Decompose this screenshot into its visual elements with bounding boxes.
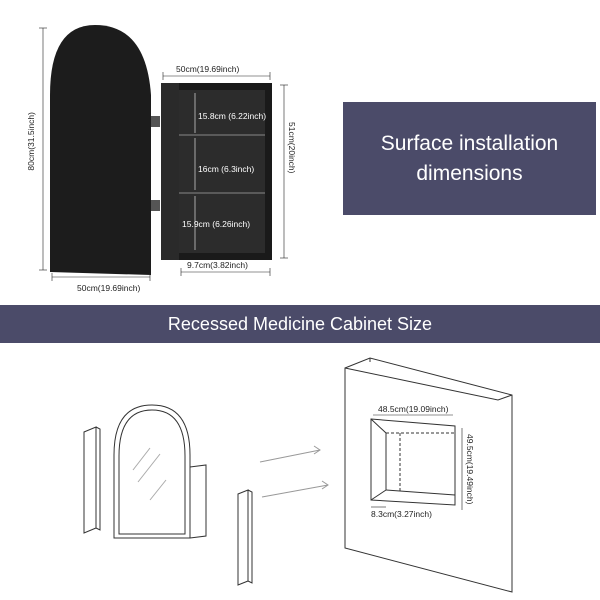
cabinet-interior <box>179 90 265 253</box>
banner-title: Recessed Medicine Cabinet Size <box>167 313 433 334</box>
label-depth: 9.7cm(3.82inch) <box>187 260 248 270</box>
arched-door <box>50 25 151 275</box>
surface-installation-panel: Surface installation dimensions <box>343 102 596 215</box>
surface-panel-line-1: Surface installation <box>380 131 559 155</box>
label-recess-height: 49.5cm(19.49inch) <box>465 434 475 505</box>
wall-piece-right <box>237 489 249 586</box>
wall-block <box>344 357 513 593</box>
cabinet-box <box>189 464 207 539</box>
hinge-top <box>151 116 160 127</box>
recessed-size-banner: Recessed Medicine Cabinet Size <box>0 305 600 343</box>
label-shelf-3: 15.9cm (6.26inch) <box>182 219 251 229</box>
label-shelf-2: 16cm (6.3inch) <box>198 164 255 174</box>
wall-piece-left <box>83 426 97 534</box>
label-width-bottom: 50cm(19.69inch) <box>77 283 141 293</box>
surface-panel-line-2: dimensions <box>416 161 523 185</box>
label-shelf-1: 15.8cm (6.22inch) <box>198 111 267 121</box>
label-cabinet-height: 51cm(20inch) <box>287 122 297 174</box>
label-height-total: 80cm(31.5inch) <box>26 112 36 171</box>
label-recess-width: 48.5cm(19.09inch) <box>378 404 449 414</box>
mirror-door <box>113 404 191 539</box>
label-recess-depth: 8.3cm(3.27inch) <box>371 509 432 519</box>
recess-opening <box>370 418 456 506</box>
label-width-top: 50cm(19.69inch) <box>176 64 240 74</box>
cabinet-depth-side <box>161 83 179 260</box>
hinge-bottom <box>151 200 160 211</box>
